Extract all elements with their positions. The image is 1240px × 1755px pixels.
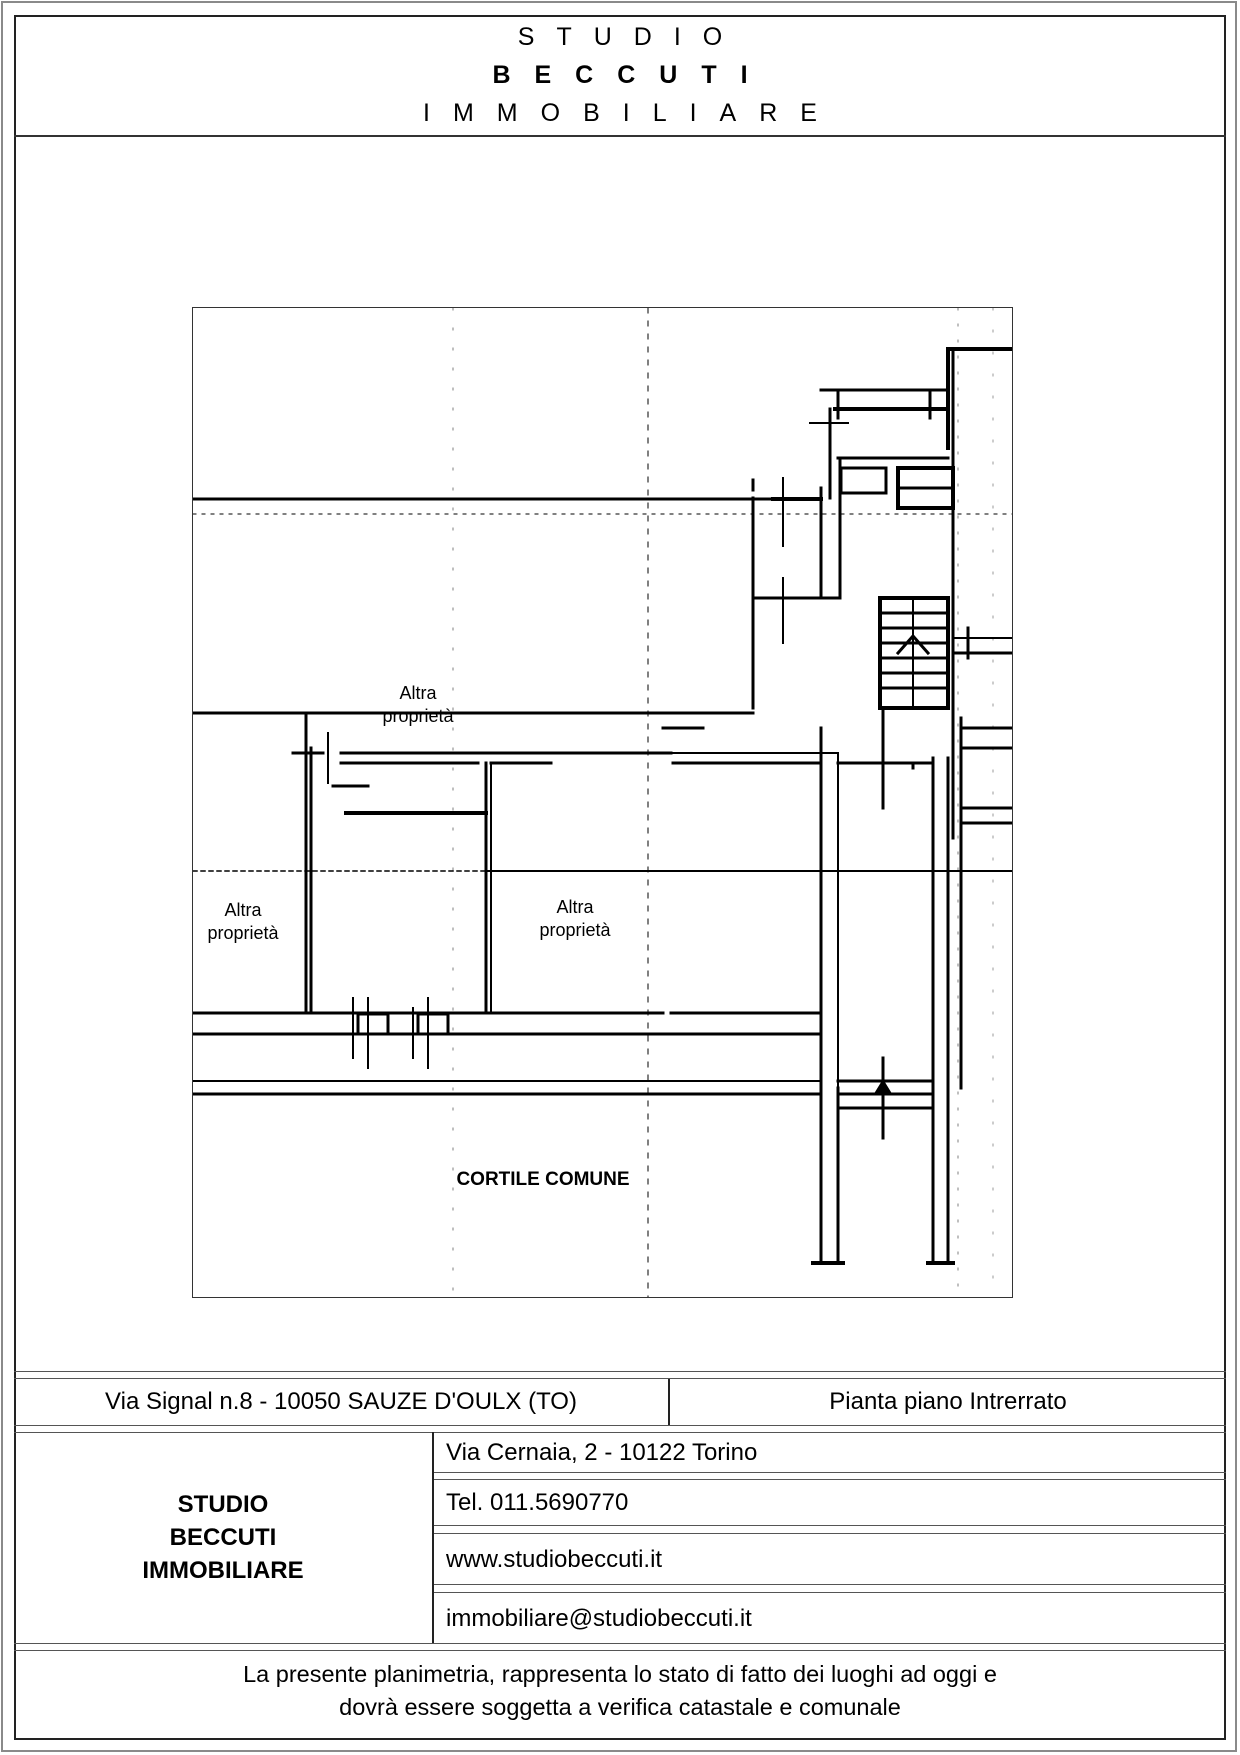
label-altra-proprieta-center: Altra proprietà [525, 896, 625, 942]
label-line: Altra [556, 897, 594, 917]
agency-website[interactable]: www.studiobeccuti.it [446, 1545, 663, 1573]
divider [14, 1425, 1226, 1426]
divider [14, 1650, 1226, 1651]
floor-plan-drawing [193, 308, 1012, 1297]
divider [434, 1525, 1226, 1526]
header-immobiliare: IMMOBILIARE [423, 99, 840, 127]
agency-name-line: BECCUTI [169, 1524, 277, 1551]
disclaimer: La presente planimetria, rappresenta lo … [14, 1650, 1226, 1738]
header-beccuti: BECCUTI [492, 61, 772, 89]
label-cortile-comune: CORTILE COMUNE [456, 1169, 630, 1190]
divider [668, 1379, 670, 1425]
disclaimer-line: dovrà essere soggetta a verifica catasta… [339, 1694, 901, 1720]
divider [434, 1472, 1226, 1473]
divider [14, 1643, 1226, 1644]
agency-address: Via Cernaia, 2 - 10122 Torino [446, 1438, 758, 1466]
divider [434, 1584, 1226, 1585]
plan-title: Pianta piano Intrerrato [829, 1388, 1067, 1415]
floor-plan: Altra proprietà Altra proprietà Altra pr… [192, 307, 1013, 1298]
divider [14, 1432, 1226, 1433]
header-studio: STUDIO [517, 23, 745, 51]
divider [432, 1432, 434, 1643]
divider [14, 1371, 1226, 1372]
label-altra-proprieta-top: Altra proprietà [368, 682, 468, 728]
agency-name-line: IMMOBILIARE [142, 1557, 304, 1584]
disclaimer-line: La presente planimetria, rappresenta lo … [243, 1661, 997, 1687]
label-line: Altra [399, 683, 437, 703]
label-line: Altra [224, 900, 262, 920]
agency-email[interactable]: immobiliare@studiobeccuti.it [446, 1604, 752, 1632]
label-line: proprietà [207, 923, 279, 943]
divider [14, 1378, 1226, 1379]
label-line: proprietà [382, 706, 454, 726]
property-address: Via Signal n.8 - 10050 SAUZE D'OULX (TO) [105, 1388, 577, 1415]
agency-name: STUDIO BECCUTI IMMOBILIARE [14, 1432, 432, 1643]
divider [434, 1533, 1226, 1534]
label-line: proprietà [539, 920, 611, 940]
agency-phone: Tel. 011.5690770 [446, 1489, 629, 1516]
label-altra-proprieta-left: Altra proprietà [193, 899, 293, 945]
agency-name-line: STUDIO [177, 1491, 269, 1518]
document-frame [14, 15, 1226, 1740]
divider [434, 1592, 1226, 1593]
divider [434, 1479, 1226, 1480]
header-divider [14, 135, 1226, 137]
